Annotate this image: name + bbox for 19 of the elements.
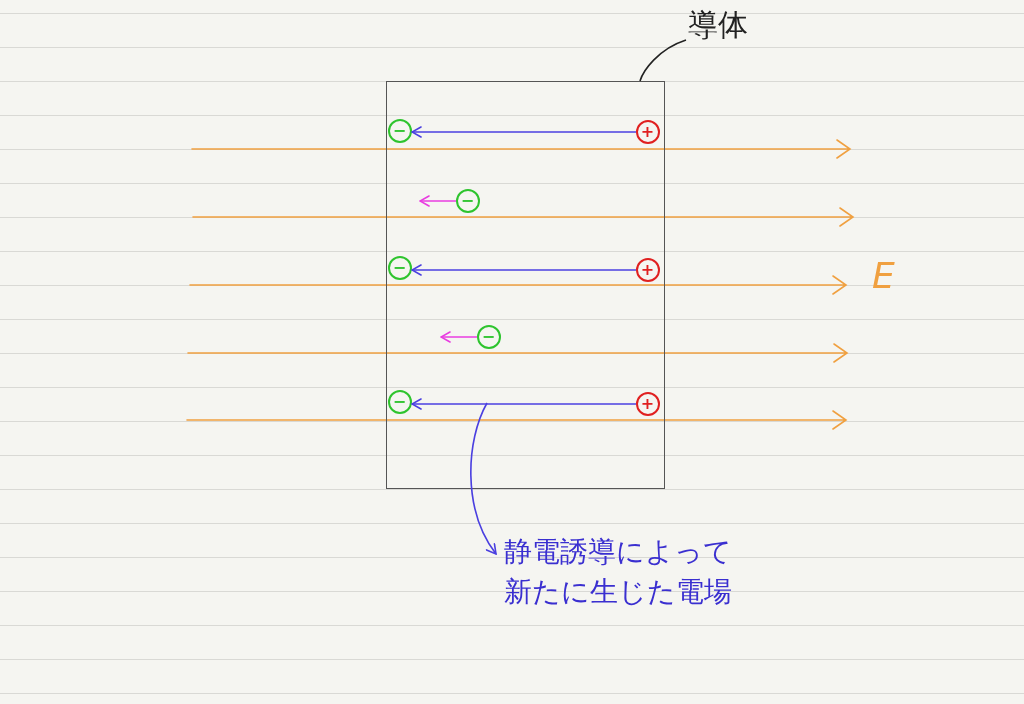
charge-circle: −	[455, 188, 480, 213]
arrow	[440, 331, 478, 343]
arrow	[411, 398, 637, 410]
charge-circle: −	[387, 118, 412, 143]
leader-line	[470, 402, 497, 555]
arrow	[411, 126, 637, 138]
charge-circle: +	[635, 391, 660, 416]
charge-circle: +	[635, 119, 660, 144]
charge-circle: −	[387, 389, 412, 414]
arrow	[411, 264, 637, 276]
conductor-rectangle	[386, 81, 665, 489]
arrow	[419, 195, 457, 207]
charge-circle: −	[476, 324, 501, 349]
leader-line	[639, 39, 687, 82]
conductor-label: 導体	[688, 4, 762, 46]
charge-circle: −	[387, 255, 412, 280]
field-label: E	[872, 255, 895, 296]
annotation-text: 静電誘導によって新たに生じた電場	[496, 532, 758, 614]
charge-circle: +	[635, 257, 660, 282]
